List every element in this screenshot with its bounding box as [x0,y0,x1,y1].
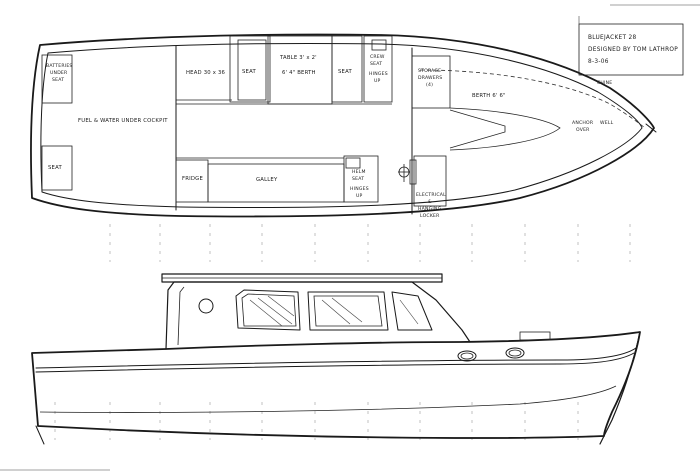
steering-wheel-icon [398,159,417,185]
label-electrical-1: ELECTRICAL [416,192,446,198]
plan-crew-seat [363,35,393,103]
title-boat-name: BLUEJACKET 28 [588,35,636,41]
profile-chine [39,385,617,413]
plan-inner-sheer [40,42,643,209]
title-block: BLUEJACKET 28 DESIGNED BY TOM LATHROP 8-… [578,16,684,76]
plan-storage-drawers [411,55,451,109]
plan-battery-seat [41,54,73,104]
label-v-berth: BERTH 6' 6" [472,93,506,99]
label-head: HEAD 30 x 36 [186,70,226,76]
title-designer: DESIGNED BY TOM LATHROP [588,47,678,53]
profile-sheer [35,347,637,369]
label-chine: CHINE [597,80,612,86]
label-table: TABLE 3' x 2' [279,55,317,61]
plan-helm-seat [343,155,379,203]
profile-hull [31,331,641,439]
label-storage-3: (4) [426,82,433,88]
label-seat-port: SEAT [242,69,257,75]
profile-bow-hatch [519,331,551,341]
plan-hull-outline [30,33,655,218]
label-galley: GALLEY [256,177,278,183]
label-helm-3: HINGES [350,186,369,192]
label-fuel-water: FUEL & WATER UNDER COCKPIT [78,118,168,124]
label-helm-4: UP [356,193,363,199]
profile-windows [235,289,433,331]
label-anchor-3: WELL [600,120,614,126]
label-berth-dinette: 6' 4" BERTH [282,70,316,76]
plan-electrical-locker [413,155,447,207]
title-date: 8-3-06 [588,59,609,65]
label-storage-1: STORAGE [418,68,441,74]
label-batteries-1: BATTERIES [46,63,73,69]
plan-aft-seat [41,145,73,191]
label-helm-2: SEAT [352,176,364,182]
label-electrical-2: & [428,199,432,205]
plan-view: BATTERIES UNDER SEAT FUEL & WATER UNDER … [30,33,657,219]
profile-hull-port-2 [505,347,525,359]
label-electrical-4: LOCKER [420,213,440,219]
label-aft-seat: SEAT [48,165,63,171]
label-crew-4: UP [374,78,381,84]
profile-view [31,273,641,445]
label-electrical-3: HANGING [418,206,442,212]
plan-seat-stbd [331,35,363,103]
label-seat-stbd: SEAT [338,69,353,75]
label-crew-2: SEAT [370,61,382,67]
label-fridge: FRIDGE [182,176,203,182]
station-lines [54,224,631,440]
label-helm-1: HELM [352,169,366,175]
label-batteries-2: UNDER [50,70,68,76]
plan-galley [207,163,345,203]
label-storage-2: DRAWERS [418,75,442,81]
label-anchor-2: OVER [576,127,590,133]
label-crew-1: CREW [370,54,385,60]
plan-seat-port [229,35,271,103]
plan-v-berth [449,107,561,151]
profile-hull-port-1 [457,350,477,362]
label-anchor-1: ANCHOR [572,120,594,126]
label-batteries-3: SEAT [52,77,64,83]
label-crew-3: HINGES [369,71,388,77]
profile-porthole [198,298,214,314]
plan-chine-line [419,69,646,129]
